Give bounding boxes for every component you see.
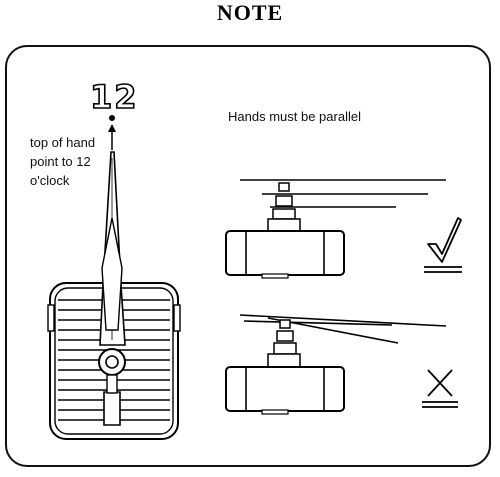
pointer-arrow-icon [108, 124, 116, 150]
diagram-frame [5, 45, 491, 467]
incorrect-movement [225, 314, 447, 415]
hour-marker-12: 12 [89, 78, 139, 116]
check-mark-icon [424, 217, 462, 273]
correct-movement [225, 179, 446, 279]
twelve-dot [109, 115, 115, 121]
note-title: NOTE [216, 0, 284, 25]
parallel-instruction-text: Hands must be parallel [228, 109, 361, 124]
hand-instruction-text: top of hand point to 12 o'clock [30, 135, 96, 188]
cross-mark-icon [422, 369, 458, 408]
clock-hands [98, 151, 126, 426]
